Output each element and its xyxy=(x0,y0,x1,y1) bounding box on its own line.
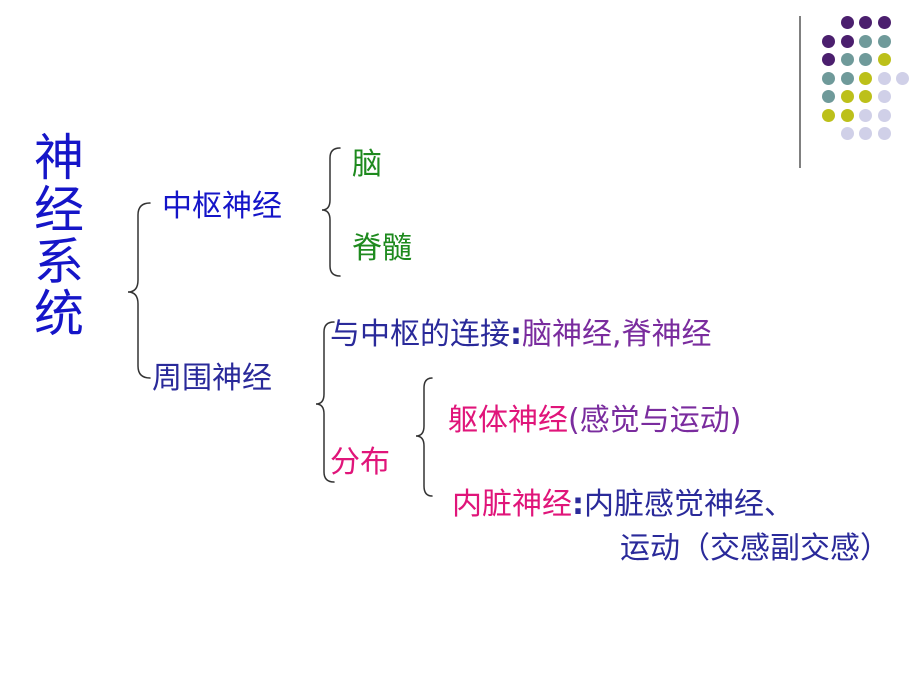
logo-dot xyxy=(896,71,909,85)
logo-dot xyxy=(877,34,891,48)
brace-distribution xyxy=(415,377,433,497)
logo-dot xyxy=(840,53,854,66)
title-char: 经 xyxy=(34,181,84,239)
logo-dot xyxy=(840,34,854,48)
somatic-line: 躯体神经(感觉与运动) xyxy=(448,406,741,436)
connection-items: 脑神经,脊神经 xyxy=(522,317,712,352)
logo-dot xyxy=(859,90,872,103)
connection-prefix: 与中枢的连接 xyxy=(330,317,510,352)
central-label: 中枢神经 xyxy=(162,189,282,224)
visceral-line: 内脏神经:内脏感觉神经、 xyxy=(452,490,794,520)
logo-dot xyxy=(822,71,835,85)
logo-dot xyxy=(840,90,854,103)
logo-dot xyxy=(840,71,854,85)
title-char: 神 xyxy=(34,129,84,187)
logo-dot xyxy=(859,16,872,29)
title-char: 统 xyxy=(34,285,84,343)
visceral-colon: : xyxy=(572,487,584,522)
logo-dot xyxy=(859,127,872,140)
logo-dot xyxy=(877,16,891,29)
visceral-detail-1: 内脏感觉神经、 xyxy=(584,487,794,522)
logo-dot xyxy=(859,53,872,66)
brace-central xyxy=(321,147,341,277)
logo-dot xyxy=(877,53,891,66)
logo-dot xyxy=(822,53,835,66)
brace-peripheral xyxy=(315,321,335,483)
logo-dot xyxy=(859,108,872,122)
logo-dot xyxy=(822,90,835,103)
distribution-label: 分布 xyxy=(330,445,390,480)
title-char: 系 xyxy=(34,233,84,291)
logo-dot xyxy=(859,71,872,85)
logo-dot xyxy=(859,34,872,48)
visceral-detail-2: 运动（交感副交感） xyxy=(620,531,890,566)
logo-dot xyxy=(822,108,835,122)
logo-dot xyxy=(840,108,854,122)
logo-dot xyxy=(840,16,854,29)
somatic-detail: (感觉与运动) xyxy=(568,403,742,438)
peripheral-label: 周围神经 xyxy=(152,361,272,396)
logo-dot xyxy=(877,108,891,122)
visceral-label: 内脏神经 xyxy=(452,487,572,522)
connection-line: 与中枢的连接:脑神经,脊神经 xyxy=(330,320,712,350)
brace-main xyxy=(127,202,151,379)
logo-dot xyxy=(822,34,835,48)
diagram-title: 神 经 系 统 xyxy=(34,132,90,340)
logo-dot xyxy=(877,71,891,85)
logo-dot xyxy=(877,127,891,140)
logo-dot xyxy=(877,90,891,103)
logo-dot xyxy=(840,127,854,140)
connection-colon: : xyxy=(510,317,522,352)
somatic-label: 躯体神经 xyxy=(448,403,568,438)
brain-label: 脑 xyxy=(352,147,382,182)
spinal-cord-label: 脊髓 xyxy=(352,231,412,266)
